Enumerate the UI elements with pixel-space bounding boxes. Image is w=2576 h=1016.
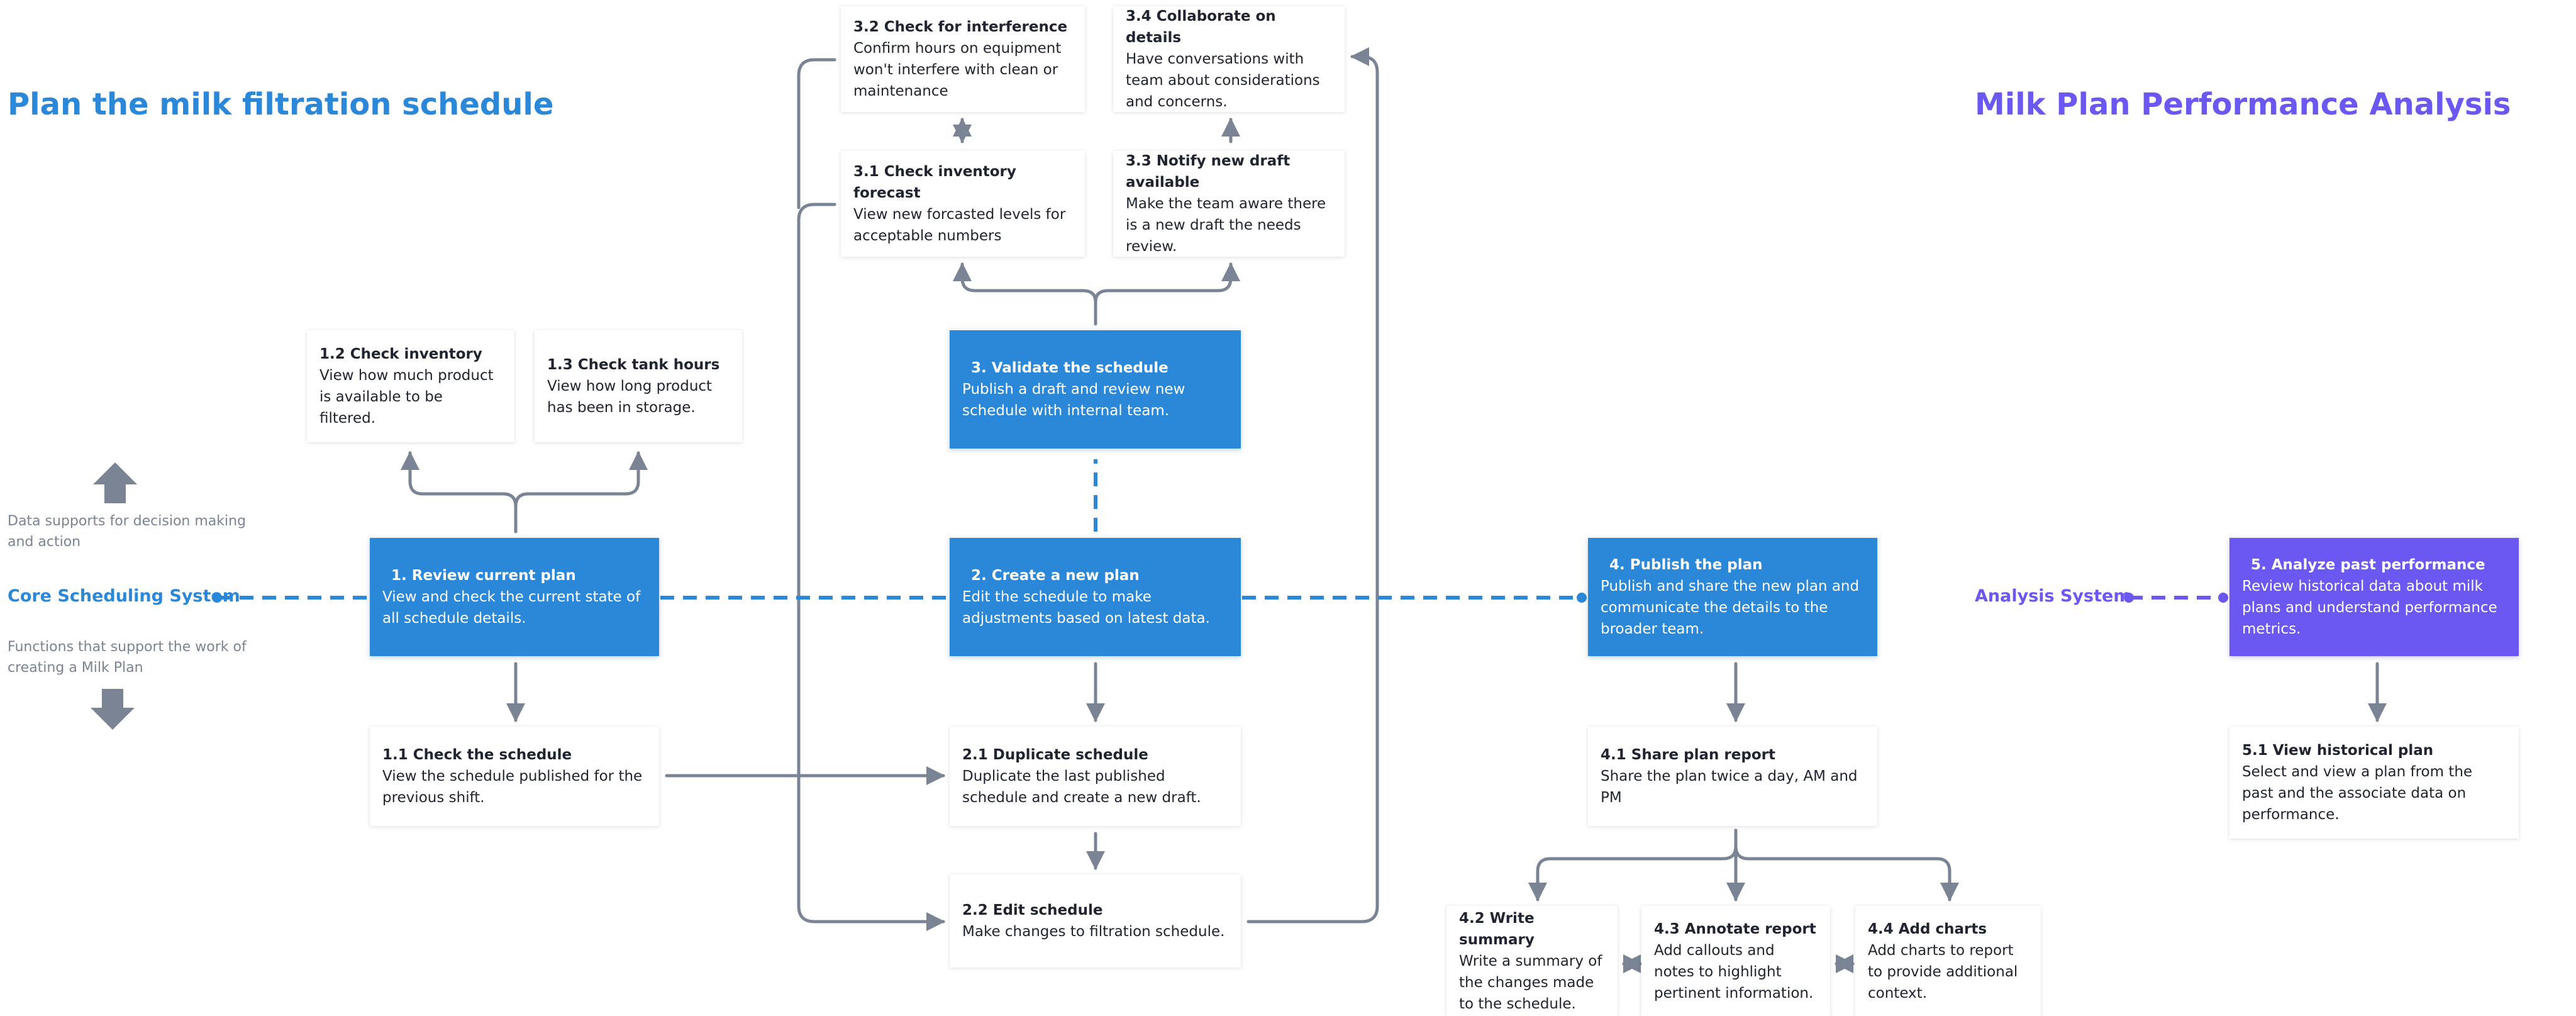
step-desc: Make the team aware there is a new draft…	[1126, 196, 1326, 255]
connector-3-to-3-1	[953, 262, 1097, 326]
right-title: Milk Plan Performance Analysis	[1975, 87, 2511, 122]
step-4-3-annotate-report[interactable]: 4.3 Annotate report Add callouts and not…	[1641, 906, 1830, 1016]
step-title: 1. Review current plan	[391, 567, 576, 584]
step-desc: Edit the schedule to make adjustments ba…	[962, 589, 1210, 627]
step-1-1-check-schedule[interactable]: 1.1 Check the schedule View the schedule…	[370, 727, 659, 826]
step-title: 1.2 Check inventory	[319, 346, 482, 362]
core-scheduling-system-label: Core Scheduling System	[8, 586, 240, 606]
step-3-4-collaborate-on-details[interactable]: 3.4 Collaborate on details Have conversa…	[1113, 6, 1345, 112]
step-title: 4. Publish the plan	[1609, 557, 1763, 573]
step-title: 3. Validate the schedule	[971, 360, 1169, 376]
step-1-3-check-tank-hours[interactable]: 1.3 Check tank hours View how long produ…	[535, 330, 742, 442]
step-desc: Have conversations with team about consi…	[1126, 51, 1320, 110]
analysis-line-start-dot	[2124, 593, 2134, 603]
step-4-publish-plan[interactable]: 4. Publish the plan Publish and share th…	[1588, 538, 1877, 656]
step-3-2-check-for-interference[interactable]: 3.2 Check for interference Confirm hours…	[841, 6, 1085, 112]
step-title: 5. Analyze past performance	[2251, 557, 2485, 573]
step-4-4-add-charts[interactable]: 4.4 Add charts Add charts to report to p…	[1855, 906, 2041, 1016]
step-2-1-duplicate-schedule[interactable]: 2.1 Duplicate schedule Duplicate the las…	[950, 727, 1241, 826]
left-title: Plan the milk filtration schedule	[8, 87, 554, 122]
core-line-start-dot	[212, 593, 222, 603]
step-desc: View how much product is available to be…	[319, 367, 494, 427]
note-functions-support: Functions that support the work of creat…	[8, 639, 247, 676]
step-title: 3.3 Notify new draft available	[1126, 153, 1291, 191]
step-desc: View how long product has been in storag…	[547, 378, 713, 416]
step-desc: Confirm hours on equipment won't interfe…	[853, 40, 1062, 99]
step-title: 3.4 Collaborate on details	[1126, 8, 1276, 46]
step-2-create-new-plan[interactable]: 2. Create a new plan Edit the schedule t…	[950, 538, 1241, 656]
step-4-1-share-plan-report[interactable]: 4.1 Share plan report Share the plan twi…	[1588, 727, 1877, 826]
step-title: 4.1 Share plan report	[1601, 747, 1775, 763]
step-title: 1.3 Check tank hours	[547, 357, 720, 373]
step-desc: Add charts to report to provide addition…	[1868, 942, 2018, 1002]
step-2-2-edit-schedule[interactable]: 2.2 Edit schedule Make changes to filtra…	[950, 874, 1241, 968]
analysis-line-end-dot	[2218, 593, 2228, 603]
step-1-review-current-plan[interactable]: 1. Review current plan View and check th…	[370, 538, 659, 656]
core-line-end-dot	[1577, 593, 1587, 603]
step-title: 2. Create a new plan	[971, 567, 1140, 584]
step-5-1-view-historical-plan[interactable]: 5.1 View historical plan Select and view…	[2229, 727, 2519, 839]
step-title: 4.2 Write summary	[1459, 910, 1535, 948]
step-title: 1.1 Check the schedule	[382, 747, 572, 763]
step-desc: View and check the current state of all …	[382, 589, 641, 627]
step-title: 5.1 View historical plan	[2242, 742, 2434, 759]
big-down-arrow-icon	[91, 689, 135, 730]
step-4-2-write-summary[interactable]: 4.2 Write summary Write a summary of the…	[1446, 906, 1618, 1016]
step-desc: Select and view a plan from the past and…	[2242, 764, 2473, 823]
step-desc: Write a summary of the changes made to t…	[1459, 952, 1602, 1012]
analysis-system-label: Analysis System	[1975, 586, 2131, 606]
step-title: 2.1 Duplicate schedule	[962, 747, 1148, 763]
step-title: 4.3 Annotate report	[1654, 920, 1816, 937]
connector-3-2-to-loop	[797, 58, 836, 209]
connector-3-to-3-3	[1094, 262, 1240, 326]
connector-1-to-1-2	[401, 451, 518, 533]
step-desc: Publish and share the new plan and commu…	[1601, 578, 1860, 637]
step-desc: Add callouts and notes to highlight pert…	[1654, 942, 1814, 1002]
step-title: 3.2 Check for interference	[853, 19, 1068, 35]
connector-1-to-1-3	[514, 451, 648, 533]
connector-4-1-to-4-4	[1734, 829, 1959, 902]
connector-2-2-to-3-4	[1246, 47, 1379, 924]
step-title: 3.1 Check inventory forecast	[853, 164, 1016, 201]
note-data-supports: Data supports for decision making and ac…	[8, 513, 247, 550]
step-desc: Review historical data about milk plans …	[2242, 578, 2497, 637]
connector-3-loop-to-2-2	[797, 203, 945, 931]
step-1-2-check-inventory[interactable]: 1.2 Check inventory View how much produc…	[307, 330, 514, 442]
step-title: 4.4 Add charts	[1868, 920, 1987, 937]
step-desc: Publish a draft and review new schedule …	[962, 381, 1185, 419]
step-desc: View new forcasted levels for acceptable…	[853, 206, 1066, 244]
step-3-validate-schedule[interactable]: 3. Validate the schedule Publish a draft…	[950, 330, 1241, 449]
step-desc: Share the plan twice a day, AM and PM	[1601, 768, 1858, 806]
connector-4-1-to-4-2	[1528, 829, 1738, 902]
big-up-arrow-icon	[93, 462, 137, 503]
step-title: 2.2 Edit schedule	[962, 902, 1103, 918]
step-desc: View the schedule published for the prev…	[382, 768, 643, 806]
step-5-analyze-past-performance[interactable]: 5. Analyze past performance Review histo…	[2229, 538, 2519, 656]
step-desc: Make changes to filtration schedule.	[962, 924, 1225, 940]
step-desc: Duplicate the last published schedule an…	[962, 768, 1201, 806]
step-3-3-notify-new-draft[interactable]: 3.3 Notify new draft available Make the …	[1113, 151, 1345, 257]
step-3-1-check-inventory-forecast[interactable]: 3.1 Check inventory forecast View new fo…	[841, 151, 1085, 257]
